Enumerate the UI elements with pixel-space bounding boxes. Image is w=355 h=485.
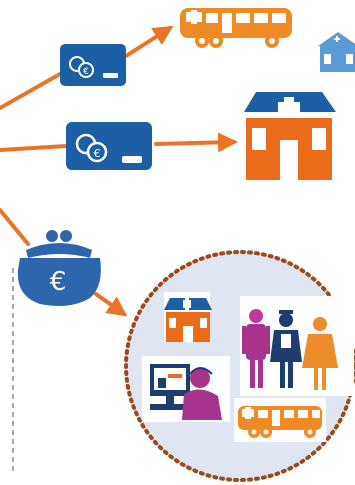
telehealth-worker-icon — [142, 356, 230, 422]
payment-card-top-icon: € — [60, 44, 126, 86]
services-circle — [124, 250, 355, 482]
bus-top-icon — [180, 8, 292, 48]
svg-text:€: € — [94, 147, 101, 160]
purse-euro-icon: € — [17, 230, 101, 306]
arrow-card-to-house — [154, 132, 238, 153]
arrow-top — [0, 72, 62, 110]
circle-health-house-icon — [164, 292, 212, 342]
circle-bus-icon — [234, 398, 326, 442]
svg-text:€: € — [83, 67, 89, 77]
health-staff-icon — [240, 296, 354, 396]
purse-euro-symbol: € — [50, 267, 67, 297]
payment-card-middle-icon: € — [66, 122, 152, 170]
arrow-bottom-left — [0, 208, 30, 246]
arrow-middle-left — [0, 144, 68, 152]
arrow-purse-to-circle — [94, 292, 128, 317]
flow-arrows — [0, 25, 238, 317]
arrow-card-to-bus — [124, 25, 174, 58]
health-center-house-icon — [244, 92, 336, 180]
small-house-icon — [318, 32, 355, 72]
